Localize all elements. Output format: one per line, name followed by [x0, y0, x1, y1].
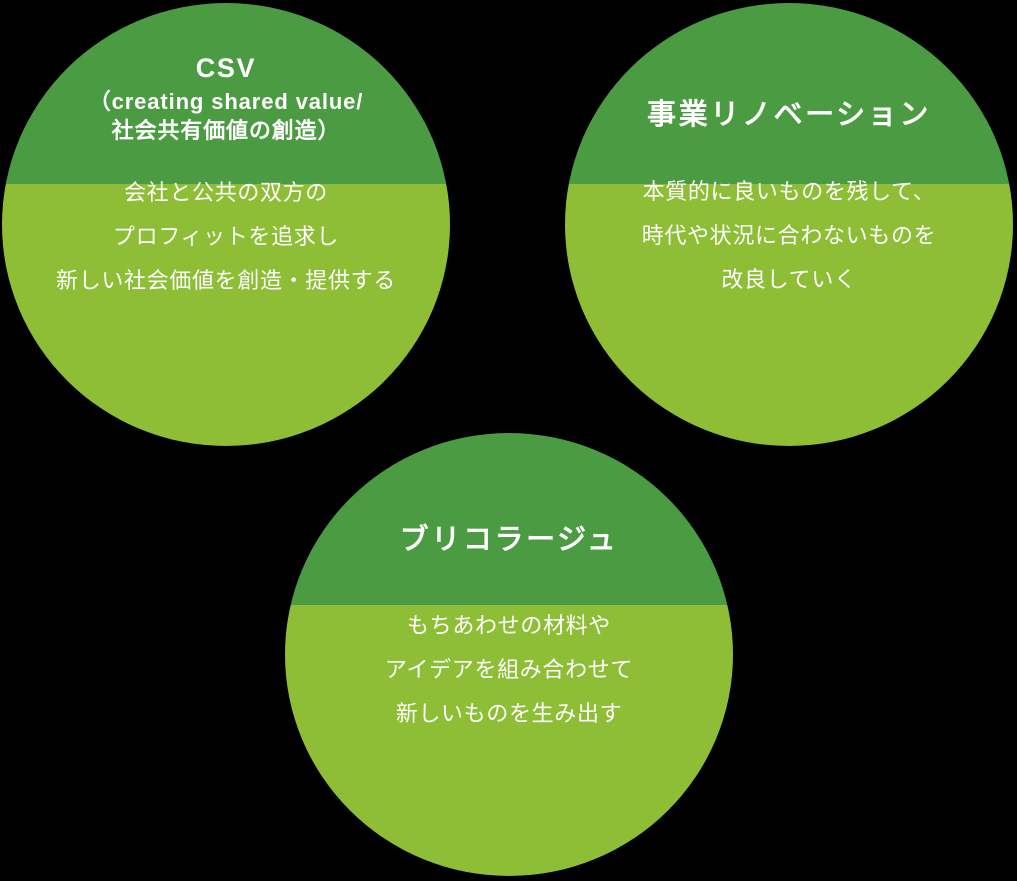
- bubble-title: ブリコラージュ: [399, 524, 619, 556]
- bubble-content: ブリコラージュ もちあわせの材料や アイデアを組み合わせて 新しいものを生み出す: [285, 433, 733, 876]
- bubble-body: もちあわせの材料や アイデアを組み合わせて 新しいものを生み出す: [384, 613, 634, 727]
- concept-bubble-csv: CSV （creating shared value/ 社会共有価値の創造） 会社…: [2, 3, 450, 446]
- bubble-cap-fill: [285, 433, 733, 605]
- bubble-content: 事業リノベーション 本質的に良いものを残して、 時代や状況に合わないものを 改良…: [565, 3, 1013, 446]
- bubble-base-fill: [2, 184, 450, 446]
- bubble-title: 事業リノベーション: [647, 99, 931, 131]
- bubble-cap-fill: [2, 3, 450, 184]
- bubble-body: 会社と公共の双方の プロフィットを追求し 新しい社会価値を創造・提供する: [56, 179, 396, 293]
- bubble-base-fill: [565, 184, 1013, 446]
- bubble-cap-fill: [565, 3, 1013, 184]
- bubble-title-sub: （creating shared value/ 社会共有価値の創造）: [88, 88, 364, 143]
- bubble-body: 本質的に良いものを残して、 時代や状況に合わないものを 改良していく: [641, 179, 937, 293]
- concept-bubble-renovation: 事業リノベーション 本質的に良いものを残して、 時代や状況に合わないものを 改良…: [565, 3, 1013, 446]
- bubble-base-fill: [285, 605, 733, 876]
- bubble-title-main: CSV: [195, 53, 257, 83]
- bubble-content: CSV （creating shared value/ 社会共有価値の創造） 会社…: [2, 3, 450, 446]
- concept-bubble-bricolage: ブリコラージュ もちあわせの材料や アイデアを組み合わせて 新しいものを生み出す: [285, 433, 733, 876]
- bubble-title: CSV （creating shared value/ 社会共有価値の創造）: [89, 51, 364, 145]
